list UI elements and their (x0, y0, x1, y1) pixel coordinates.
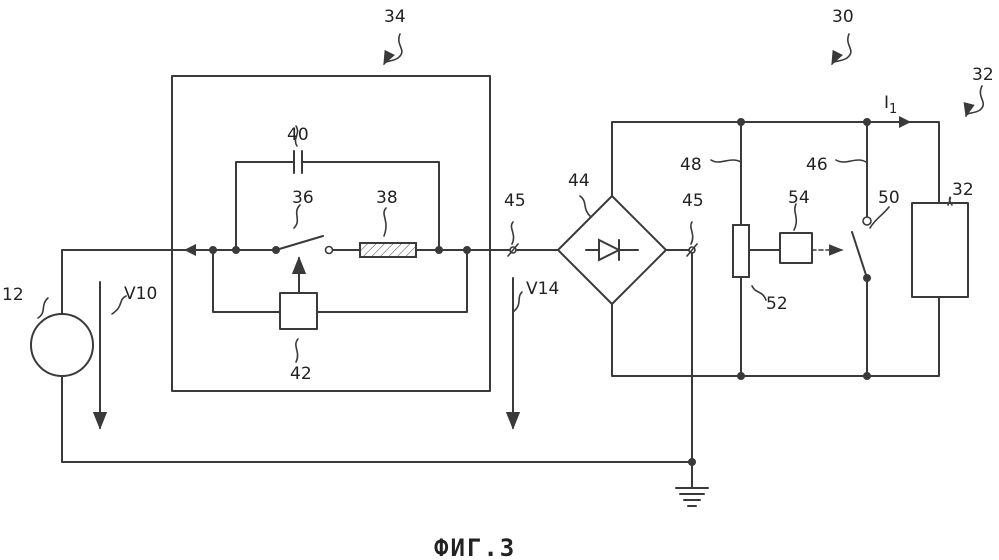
label-48: 48 (680, 155, 702, 175)
label-36: 36 (292, 188, 314, 208)
leader-32-arrow (966, 86, 983, 116)
current-i1-arrowhead (899, 116, 911, 128)
module-box-34 (172, 76, 490, 391)
wire-ground-return (62, 376, 692, 462)
diode-symbol (586, 240, 638, 260)
switch-50-blade (852, 232, 867, 278)
label-45-left: 45 (504, 191, 526, 211)
current-arrowhead-left (184, 244, 196, 256)
control-unit-42 (280, 293, 317, 329)
label-45-right: 45 (682, 191, 704, 211)
controller-54 (780, 233, 812, 263)
leader-30 (832, 34, 851, 64)
label-38: 38 (376, 188, 398, 208)
label-32-load: 32 (952, 180, 974, 200)
label-44: 44 (568, 171, 590, 191)
terminal-45-left (508, 244, 518, 256)
label-32-arrow: 32 (972, 65, 994, 85)
label-i1: I1 (884, 93, 897, 117)
ground-icon (676, 488, 708, 506)
switch-36-blade (276, 236, 323, 250)
switch-36-contact (326, 247, 333, 254)
leader-34 (384, 34, 402, 64)
label-42: 42 (290, 364, 312, 384)
wire-control-branch (213, 250, 467, 312)
label-v14: V14 (526, 279, 559, 299)
junction-ground (689, 459, 696, 466)
voltage-source-12 (31, 314, 93, 376)
label-40: 40 (287, 125, 309, 145)
resistor-38 (360, 243, 416, 257)
label-54: 54 (788, 188, 810, 208)
label-30: 30 (832, 7, 854, 27)
load-32 (912, 203, 968, 297)
label-34: 34 (384, 7, 406, 27)
label-v10: V10 (124, 284, 157, 304)
figure-caption: ФИГ.3 (434, 534, 516, 560)
label-12: 12 (2, 285, 24, 305)
wire-cap-branch (236, 162, 439, 250)
potentiometer-52 (733, 225, 749, 277)
switch-50-contact (863, 217, 871, 225)
label-46: 46 (806, 155, 828, 175)
label-52: 52 (766, 294, 788, 314)
label-50: 50 (878, 188, 900, 208)
